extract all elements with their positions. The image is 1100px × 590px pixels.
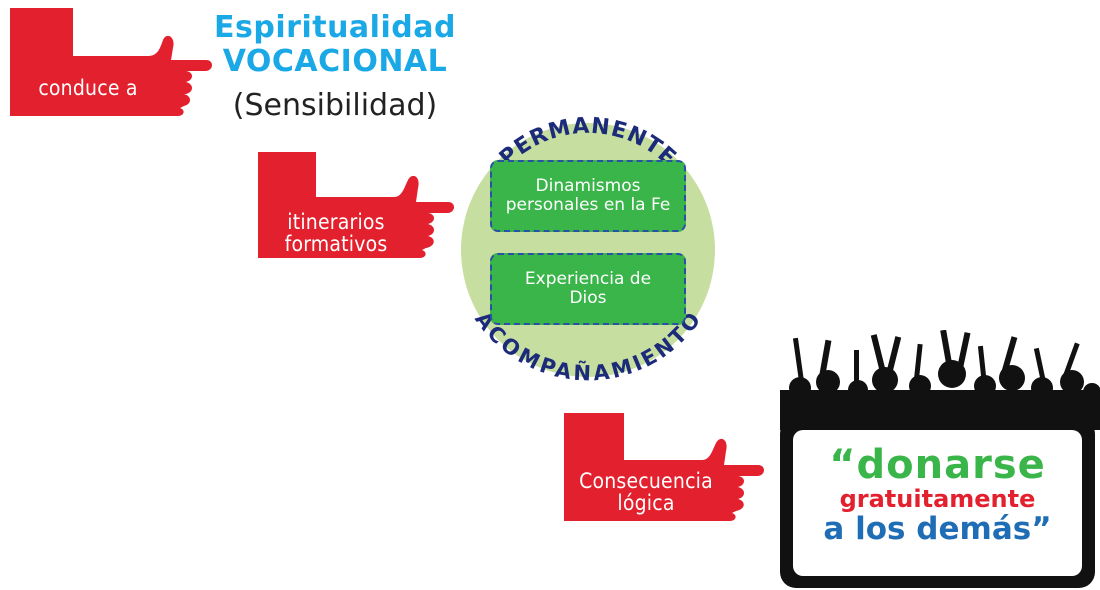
sign-line-donarse: “donarse	[829, 442, 1046, 488]
accompaniment-diagram: PERMANENTE ACOMPAÑAMIENTO	[461, 114, 715, 385]
box-experiencia-line1: Experiencia de	[524, 269, 652, 289]
sign-line-gratuitamente: gratuitamente	[839, 485, 1036, 513]
hand-label-consecuencia-2: lógica	[617, 491, 675, 515]
pointing-hand-icon	[564, 413, 764, 521]
hand-label-conduce: conduce a	[38, 76, 138, 100]
title-sensibilidad: (Sensibilidad)	[232, 88, 438, 123]
sign-line-demas: a los demás”	[823, 511, 1052, 547]
pointing-hand-conduce: conduce a	[8, 8, 213, 118]
title-vocacional: VOCACIONAL	[222, 44, 448, 79]
pointing-hand-itinerarios: itinerarios formativos	[256, 152, 456, 260]
box-dinamismos-line2: personales en la Fe	[505, 195, 671, 215]
pointing-hand-consecuencia: Consecuencia lógica	[562, 413, 767, 523]
box-experiencia: Experiencia de Dios	[490, 253, 686, 325]
box-dinamismos: Dinamismos personales en la Fe	[490, 160, 686, 232]
hand-label-itinerarios-2: formativos	[284, 232, 388, 256]
pointing-hand-icon	[258, 152, 454, 258]
cheering-crowd-icon	[780, 330, 1100, 430]
hand-label-consecuencia-1: Consecuencia	[579, 469, 713, 493]
title-espiritualidad: Espiritualidad	[214, 10, 456, 45]
box-experiencia-line2: Dios	[569, 288, 607, 308]
sign-board: “donarse gratuitamente a los demás”	[793, 430, 1082, 576]
pointing-hand-icon	[10, 8, 212, 116]
hand-label-itinerarios-1: itinerarios	[287, 210, 385, 234]
box-dinamismos-line1: Dinamismos	[535, 176, 641, 196]
